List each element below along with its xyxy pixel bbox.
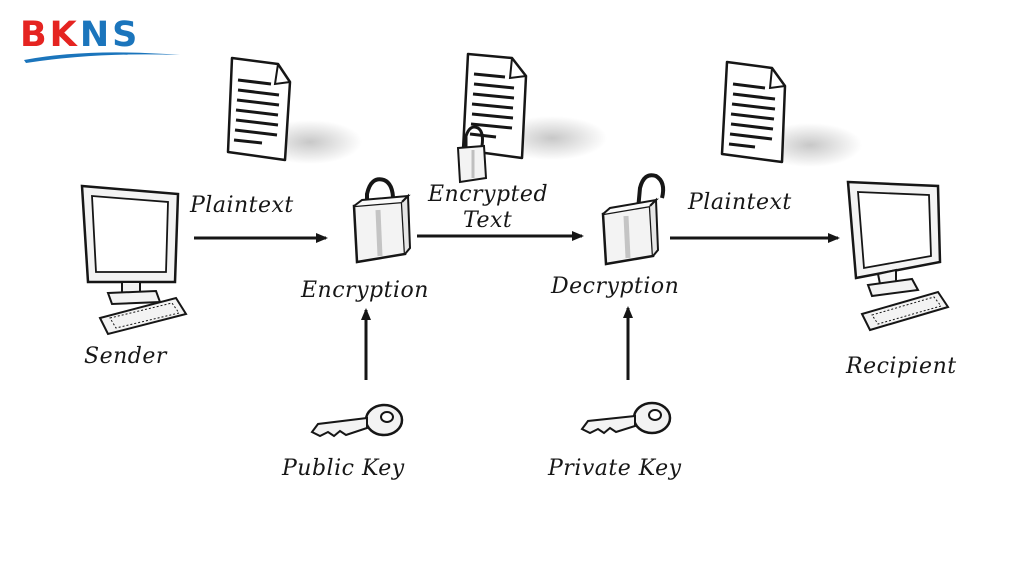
logo-text-bk: BK — [20, 15, 80, 55]
key-icon — [310, 403, 404, 438]
label-encryption: Encryption — [301, 278, 429, 303]
padlock-closed-icon — [352, 177, 412, 264]
label-encrypted: Encrypted — [428, 182, 549, 207]
document-icon — [720, 60, 862, 167]
bkns-logo: BKNS — [18, 14, 184, 66]
document-icon — [461, 52, 607, 160]
keyboard-icon — [860, 290, 950, 332]
label-plaintext-in: Plaintext — [190, 193, 294, 218]
label-private-key: Private Key — [548, 456, 682, 481]
keyboard-icon — [98, 296, 188, 336]
logo-text-ns: NS — [79, 15, 141, 55]
logo-wordmark: BKNS — [20, 14, 140, 56]
label-encrypted-text: Text — [463, 208, 513, 233]
computer-monitor-icon — [846, 180, 942, 298]
logo-swoosh-icon — [24, 52, 180, 63]
computer-monitor-icon — [80, 184, 180, 306]
label-decryption: Decryption — [551, 274, 680, 299]
label-recipient: Recipient — [846, 354, 957, 379]
label-plaintext-out: Plaintext — [688, 190, 792, 215]
padlock-open-icon — [601, 173, 666, 266]
label-public-key: Public Key — [282, 456, 405, 481]
label-sender: Sender — [84, 344, 167, 369]
padlock-closed-icon — [456, 125, 488, 184]
key-icon — [580, 401, 672, 435]
document-icon — [226, 56, 362, 164]
